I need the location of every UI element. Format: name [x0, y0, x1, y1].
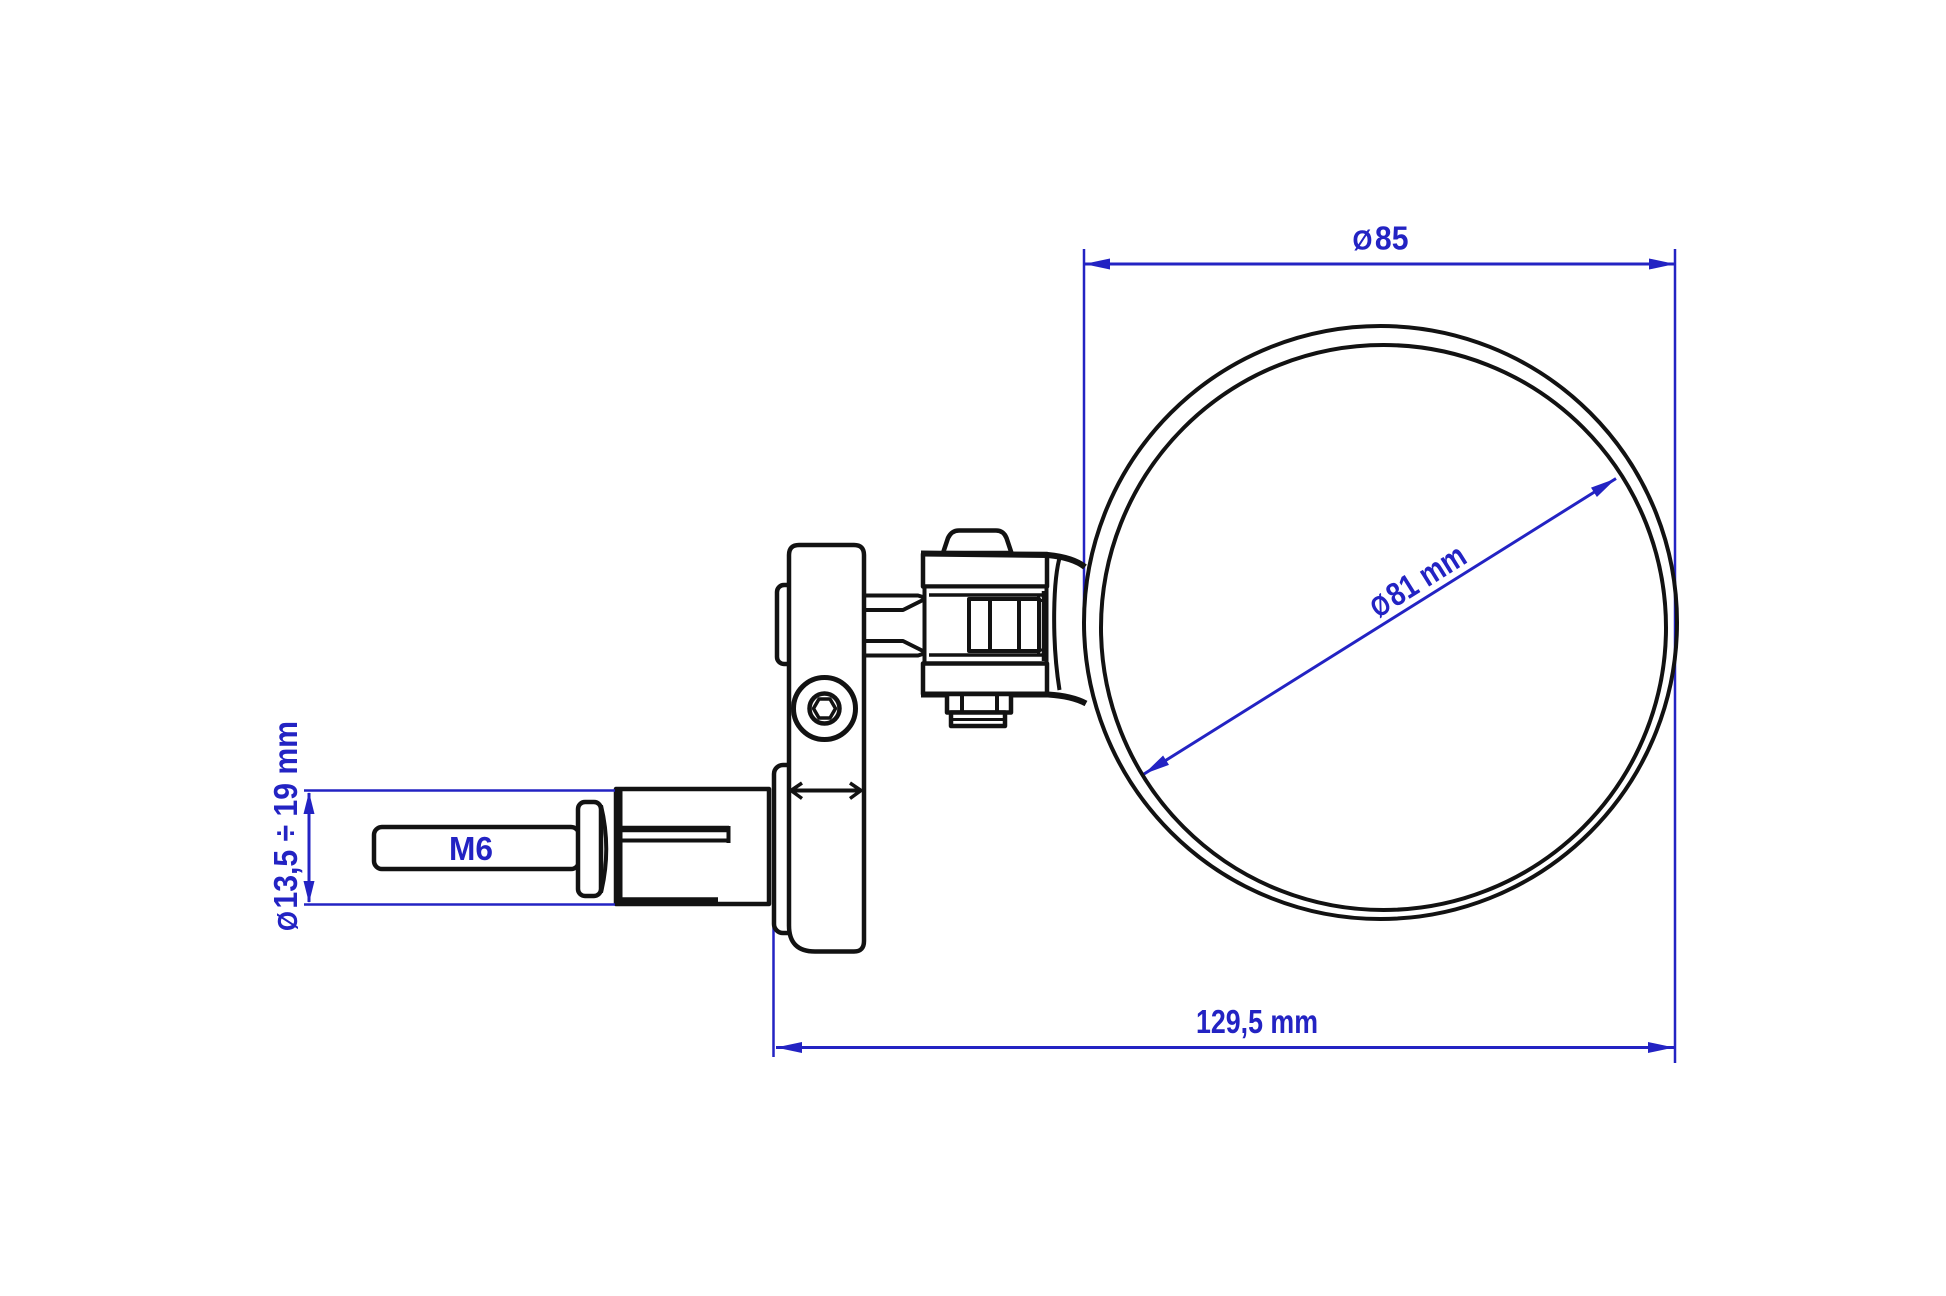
- svg-text:129,5 mm: 129,5 mm: [1196, 1003, 1318, 1040]
- svg-text:Ø 13,5 ÷ 19 mm: Ø 13,5 ÷ 19 mm: [267, 721, 304, 931]
- svg-text:Ø 85: Ø 85: [1353, 220, 1409, 257]
- svg-text:M6: M6: [449, 830, 493, 867]
